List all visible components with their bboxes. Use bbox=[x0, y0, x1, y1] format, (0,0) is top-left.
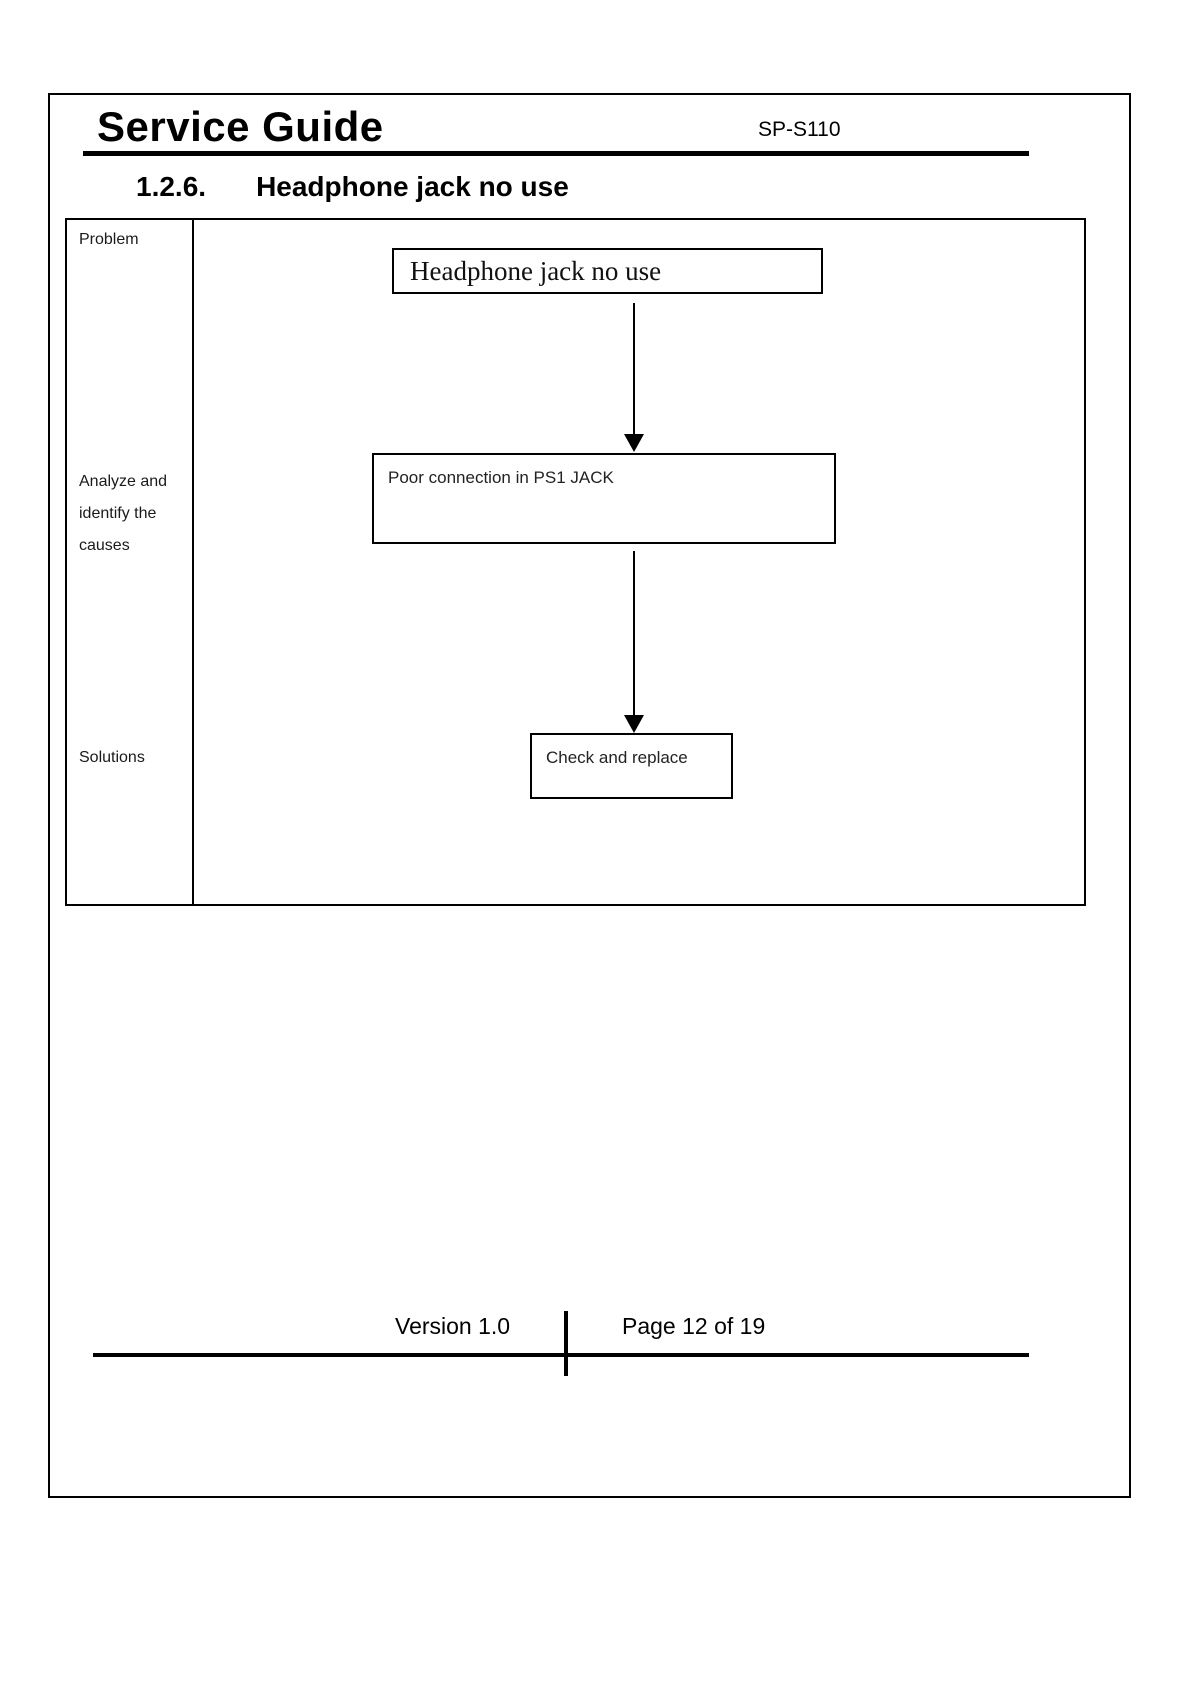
section-number: 1.2.6. bbox=[136, 171, 207, 202]
footer-page-number: Page 12 of 19 bbox=[622, 1313, 766, 1339]
flowchart-node-problem-label: Headphone jack no use bbox=[410, 255, 662, 286]
flowchart-node-solution-label: Check and replace bbox=[546, 748, 688, 767]
row-label-solutions: Solutions bbox=[79, 749, 145, 766]
model-number: SP-S110 bbox=[758, 118, 841, 141]
footer-rule bbox=[93, 1353, 1029, 1357]
flow-arrow-2-line bbox=[633, 551, 635, 716]
flow-arrow-1-line bbox=[633, 303, 635, 435]
section-heading: 1.2.6. Headphone jack no use bbox=[136, 171, 569, 203]
row-label-problem: Problem bbox=[79, 231, 139, 248]
footer-version: Version 1.0 bbox=[395, 1313, 511, 1339]
troubleshooting-table: Problem Analyze and identify the causes … bbox=[65, 218, 1086, 906]
flowchart-node-cause-label: Poor connection in PS1 JACK bbox=[388, 468, 614, 487]
row-label-column: Problem Analyze and identify the causes … bbox=[67, 220, 194, 904]
row-label-analyze-causes: Analyze and identify the causes bbox=[79, 473, 168, 554]
document-title: Service Guide bbox=[97, 103, 384, 150]
header-divider-rule bbox=[83, 151, 1029, 156]
footer-divider-bar bbox=[564, 1311, 568, 1376]
flowchart-node-solution: Check and replace bbox=[530, 733, 733, 799]
flowchart-node-problem: Headphone jack no use bbox=[392, 248, 823, 294]
flow-arrow-1-arrowhead-icon bbox=[624, 434, 644, 452]
flowchart-node-cause: Poor connection in PS1 JACK bbox=[372, 453, 836, 544]
page-border bbox=[48, 93, 1131, 1498]
flow-arrow-2-arrowhead-icon bbox=[624, 715, 644, 733]
section-title: Headphone jack no use bbox=[256, 171, 569, 202]
